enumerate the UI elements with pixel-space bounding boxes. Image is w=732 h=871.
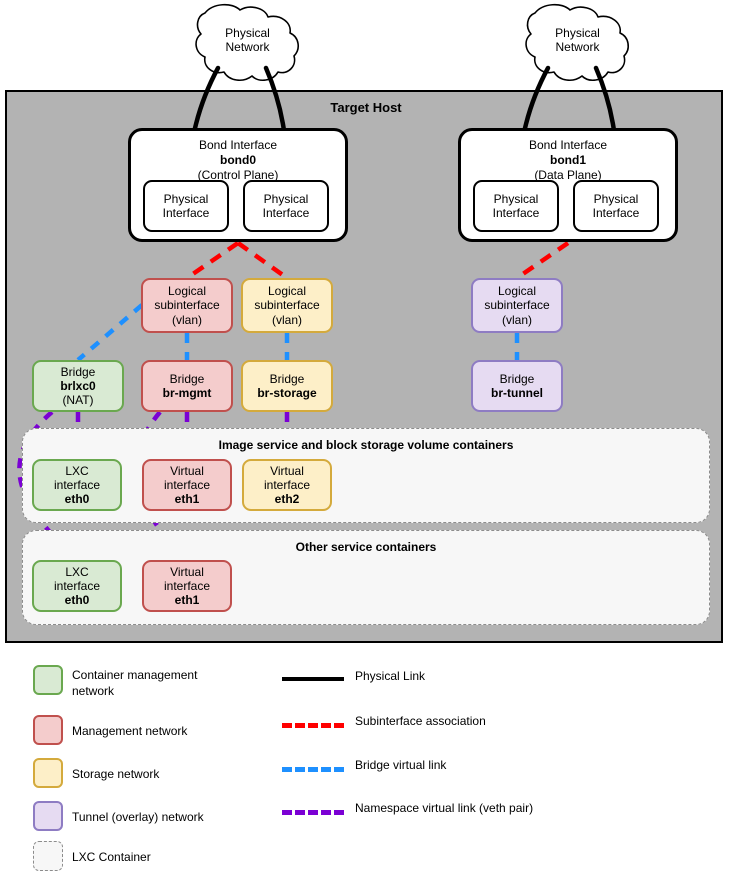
- lxc-container-other[interactable]: Other service containers: [22, 530, 710, 625]
- bridge-br-mgmt[interactable]: Bridge br-mgmt: [141, 360, 233, 412]
- legend-label-lxc-container: LXC Container: [72, 850, 151, 864]
- sub-mgmt-line3: (vlan): [171, 312, 202, 327]
- c1-eth0-line2: interface: [53, 477, 101, 492]
- bond0-nic1-line2: Interface: [162, 206, 210, 220]
- c2-eth0-line2: interface: [53, 578, 101, 593]
- legend-swatch-lxc-container: [33, 841, 63, 871]
- bond0-nic2-line1: Physical: [263, 191, 309, 206]
- page-title: Target Host: [330, 100, 402, 115]
- cloud-right-line2: Network: [555, 40, 600, 55]
- bond0-caption: Bond Interface bond0 (Control Plane): [131, 138, 345, 183]
- legend: Container management network Management …: [0, 655, 732, 871]
- legend-line-subinterface: [282, 723, 344, 728]
- bond0-physical-interface-1[interactable]: Physical Interface: [143, 180, 229, 232]
- c2-eth1-name: eth1: [174, 593, 200, 608]
- bridge-brlxc0[interactable]: Bridge brlxc0 (NAT): [32, 360, 124, 412]
- legend-label-storage: Storage network: [72, 767, 160, 781]
- bridge-brlxc0-line1: Bridge: [60, 364, 96, 379]
- bond0-physical-interface-2[interactable]: Physical Interface: [243, 180, 329, 232]
- legend-label-bridge-virtual-link: Bridge virtual link: [355, 758, 447, 772]
- cloud-right-line1: Physical: [555, 26, 600, 40]
- container-other-title: Other service containers: [295, 540, 437, 554]
- legend-swatch-container-management: [33, 665, 63, 695]
- bond1-physical-interface-1[interactable]: Physical Interface: [473, 180, 559, 232]
- bond1-nic1-line1: Physical: [493, 191, 539, 206]
- legend-label-tunnel: Tunnel (overlay) network: [72, 810, 204, 824]
- c1-eth2-line1: Virtual: [270, 463, 304, 478]
- container1-virtual-interface-eth2[interactable]: Virtual interface eth2: [242, 459, 332, 511]
- bond0-role: (Control Plane): [197, 168, 279, 182]
- sub-storage-line3: (vlan): [271, 312, 302, 327]
- cloud-left-label: Physical Network: [195, 26, 300, 55]
- bridge-br-storage-line1: Bridge: [269, 371, 305, 386]
- bond0-name: bond0: [220, 153, 256, 167]
- bridge-brlxc0-line3: (NAT): [62, 393, 94, 408]
- legend-label-subinterface-association: Subinterface association: [355, 714, 486, 728]
- legend-label-veth-link: Namespace virtual link (veth pair): [355, 801, 534, 815]
- bond0-nic1-line1: Physical: [163, 191, 209, 206]
- bond1-nic2-line2: Interface: [592, 206, 640, 220]
- container1-virtual-interface-eth1[interactable]: Virtual interface eth1: [142, 459, 232, 511]
- sub-mgmt-line2: subinterface: [154, 298, 220, 313]
- logical-subinterface-storage[interactable]: Logical subinterface (vlan): [241, 278, 333, 333]
- lxc-container-image-block[interactable]: Image service and block storage volume c…: [22, 428, 710, 523]
- bridge-br-mgmt-line1: Bridge: [169, 371, 205, 386]
- bridge-br-tunnel-name: br-tunnel: [491, 386, 543, 400]
- legend-label-physical-link: Physical Link: [355, 669, 426, 683]
- cloud-left-line1: Physical: [225, 26, 270, 40]
- c1-eth0-line1: LXC: [65, 463, 89, 478]
- bond1-caption: Bond Interface bond1 (Data Plane): [461, 138, 675, 183]
- legend-line-veth: [282, 810, 344, 815]
- container1-lxc-interface-eth0[interactable]: LXC interface eth0: [32, 459, 122, 511]
- logical-subinterface-mgmt[interactable]: Logical subinterface (vlan): [141, 278, 233, 333]
- container2-virtual-interface-eth1[interactable]: Virtual interface eth1: [142, 560, 232, 612]
- bond1-name: bond1: [550, 153, 586, 167]
- legend-swatch-tunnel: [33, 801, 63, 831]
- bond0-caption-line: Bond Interface: [198, 138, 278, 152]
- legend-swatch-management: [33, 715, 63, 745]
- legend-label-management: Management network: [72, 724, 188, 738]
- c2-eth1-line2: interface: [163, 578, 211, 593]
- bond1-role: (Data Plane): [534, 168, 602, 182]
- c2-eth0-name: eth0: [64, 593, 90, 608]
- cloud-left-line2: Network: [225, 40, 270, 55]
- bond1-caption-line: Bond Interface: [528, 138, 608, 152]
- bridge-br-storage-name: br-storage: [257, 386, 317, 400]
- c1-eth2-name: eth2: [274, 492, 300, 507]
- c1-eth2-line2: interface: [263, 477, 311, 492]
- sub-storage-line2: subinterface: [254, 298, 320, 313]
- legend-line-bridge: [282, 767, 344, 772]
- logical-subinterface-tunnel[interactable]: Logical subinterface (vlan): [471, 278, 563, 333]
- container-image-block-title: Image service and block storage volume c…: [218, 438, 514, 452]
- cloud-right-label: Physical Network: [525, 26, 630, 55]
- legend-swatch-storage: [33, 758, 63, 788]
- legend-line-physical: [282, 677, 344, 681]
- sub-mgmt-line1: Logical: [167, 284, 207, 299]
- bridge-br-tunnel[interactable]: Bridge br-tunnel: [471, 360, 563, 412]
- legend-label-container-management: Container management network: [72, 668, 198, 699]
- bridge-br-storage[interactable]: Bridge br-storage: [241, 360, 333, 412]
- bond0-nic2-line2: Interface: [262, 206, 310, 220]
- c1-eth1-name: eth1: [174, 492, 200, 507]
- sub-tunnel-line2: subinterface: [484, 298, 550, 313]
- c2-eth1-line1: Virtual: [170, 564, 204, 579]
- c1-eth1-line1: Virtual: [170, 463, 204, 478]
- c1-eth1-line2: interface: [163, 477, 211, 492]
- container2-lxc-interface-eth0[interactable]: LXC interface eth0: [32, 560, 122, 612]
- bond1-nic2-line1: Physical: [593, 191, 639, 206]
- c1-eth0-name: eth0: [64, 492, 90, 507]
- bridge-br-mgmt-name: br-mgmt: [162, 386, 212, 400]
- sub-storage-line1: Logical: [267, 284, 307, 299]
- bridge-br-tunnel-line1: Bridge: [499, 371, 535, 386]
- sub-tunnel-line3: (vlan): [501, 312, 532, 327]
- bond1-nic1-line2: Interface: [492, 206, 540, 220]
- sub-tunnel-line1: Logical: [497, 284, 537, 299]
- bridge-brlxc0-name: brlxc0: [60, 378, 96, 393]
- c2-eth0-line1: LXC: [65, 564, 89, 579]
- bond1-physical-interface-2[interactable]: Physical Interface: [573, 180, 659, 232]
